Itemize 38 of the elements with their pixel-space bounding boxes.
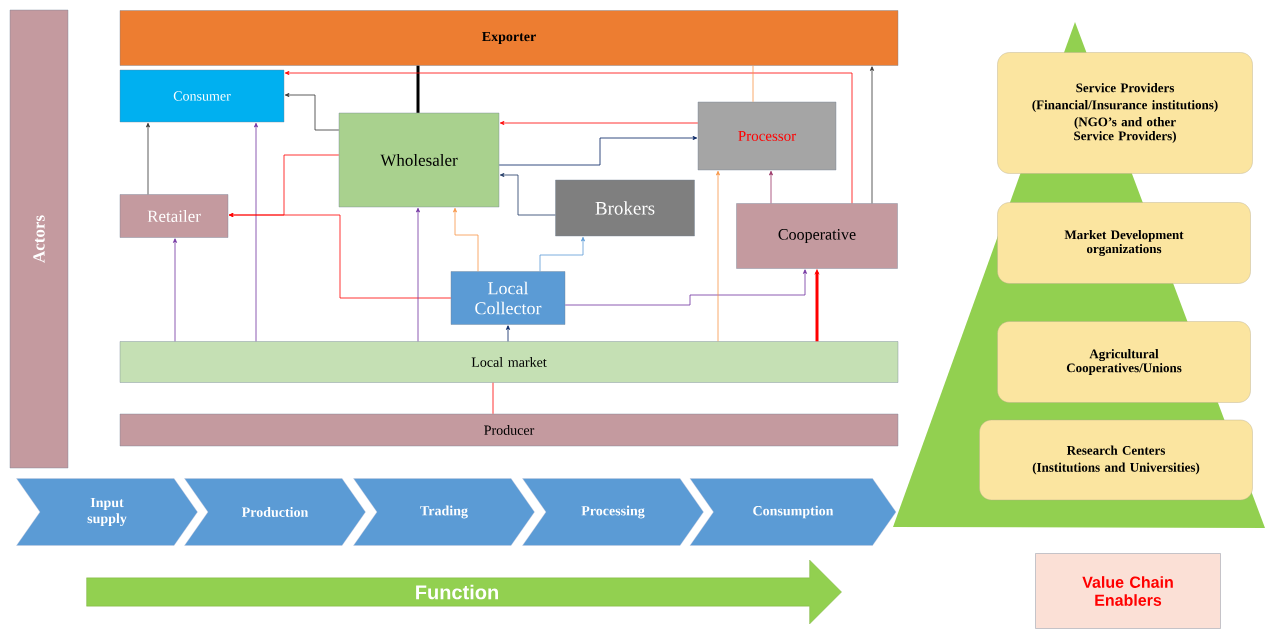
arrow: [146, 122, 150, 195]
actor-box: Processor: [697, 101, 837, 171]
process-step: Production: [184, 478, 366, 546]
arrow: [539, 236, 585, 272]
enabler-box: Market Development organizations: [997, 202, 1251, 284]
arrow: [254, 122, 258, 342]
process-step: Consumption: [689, 478, 897, 546]
enabler-box: Service Providers (Financial/Insurance institutions) (NGO’s and other Service Providers): [997, 52, 1253, 174]
actor-box: Cooperative: [736, 203, 898, 269]
enabler-box: Agricultural Cooperatives/Unions: [997, 321, 1251, 403]
actor-box: Local market: [119, 341, 899, 383]
actor-box: Wholesaler: [338, 112, 500, 208]
actor-box: Consumer: [119, 69, 285, 123]
actor-box: Value Chain Enablers: [1035, 553, 1221, 629]
arrow: [564, 269, 807, 306]
arrow: [499, 121, 699, 125]
actor-box: Local Collector: [450, 271, 566, 325]
arrow: [416, 207, 420, 342]
arrow: [498, 136, 698, 166]
arrow: [506, 325, 510, 342]
arrow: [499, 173, 556, 216]
arrow: [284, 71, 853, 204]
process-step: Trading: [353, 478, 535, 546]
arrow: [228, 213, 452, 299]
enabler-box: Research Centers (Institutions and Universities): [979, 419, 1253, 501]
arrow: [716, 170, 720, 342]
arrow: [284, 93, 340, 131]
actor-box: Retailer: [119, 194, 229, 238]
arrow: [173, 238, 177, 342]
actor-box: Producer: [119, 413, 899, 447]
arrow: [769, 170, 773, 204]
actor-box: Exporter: [119, 10, 899, 66]
actors-bar: Actors: [9, 9, 69, 469]
process-step: Processing: [522, 478, 704, 546]
arrow: [870, 66, 874, 204]
actor-box: Brokers: [555, 179, 695, 237]
process-step: Input supply: [16, 478, 198, 546]
arrow: [453, 207, 479, 272]
